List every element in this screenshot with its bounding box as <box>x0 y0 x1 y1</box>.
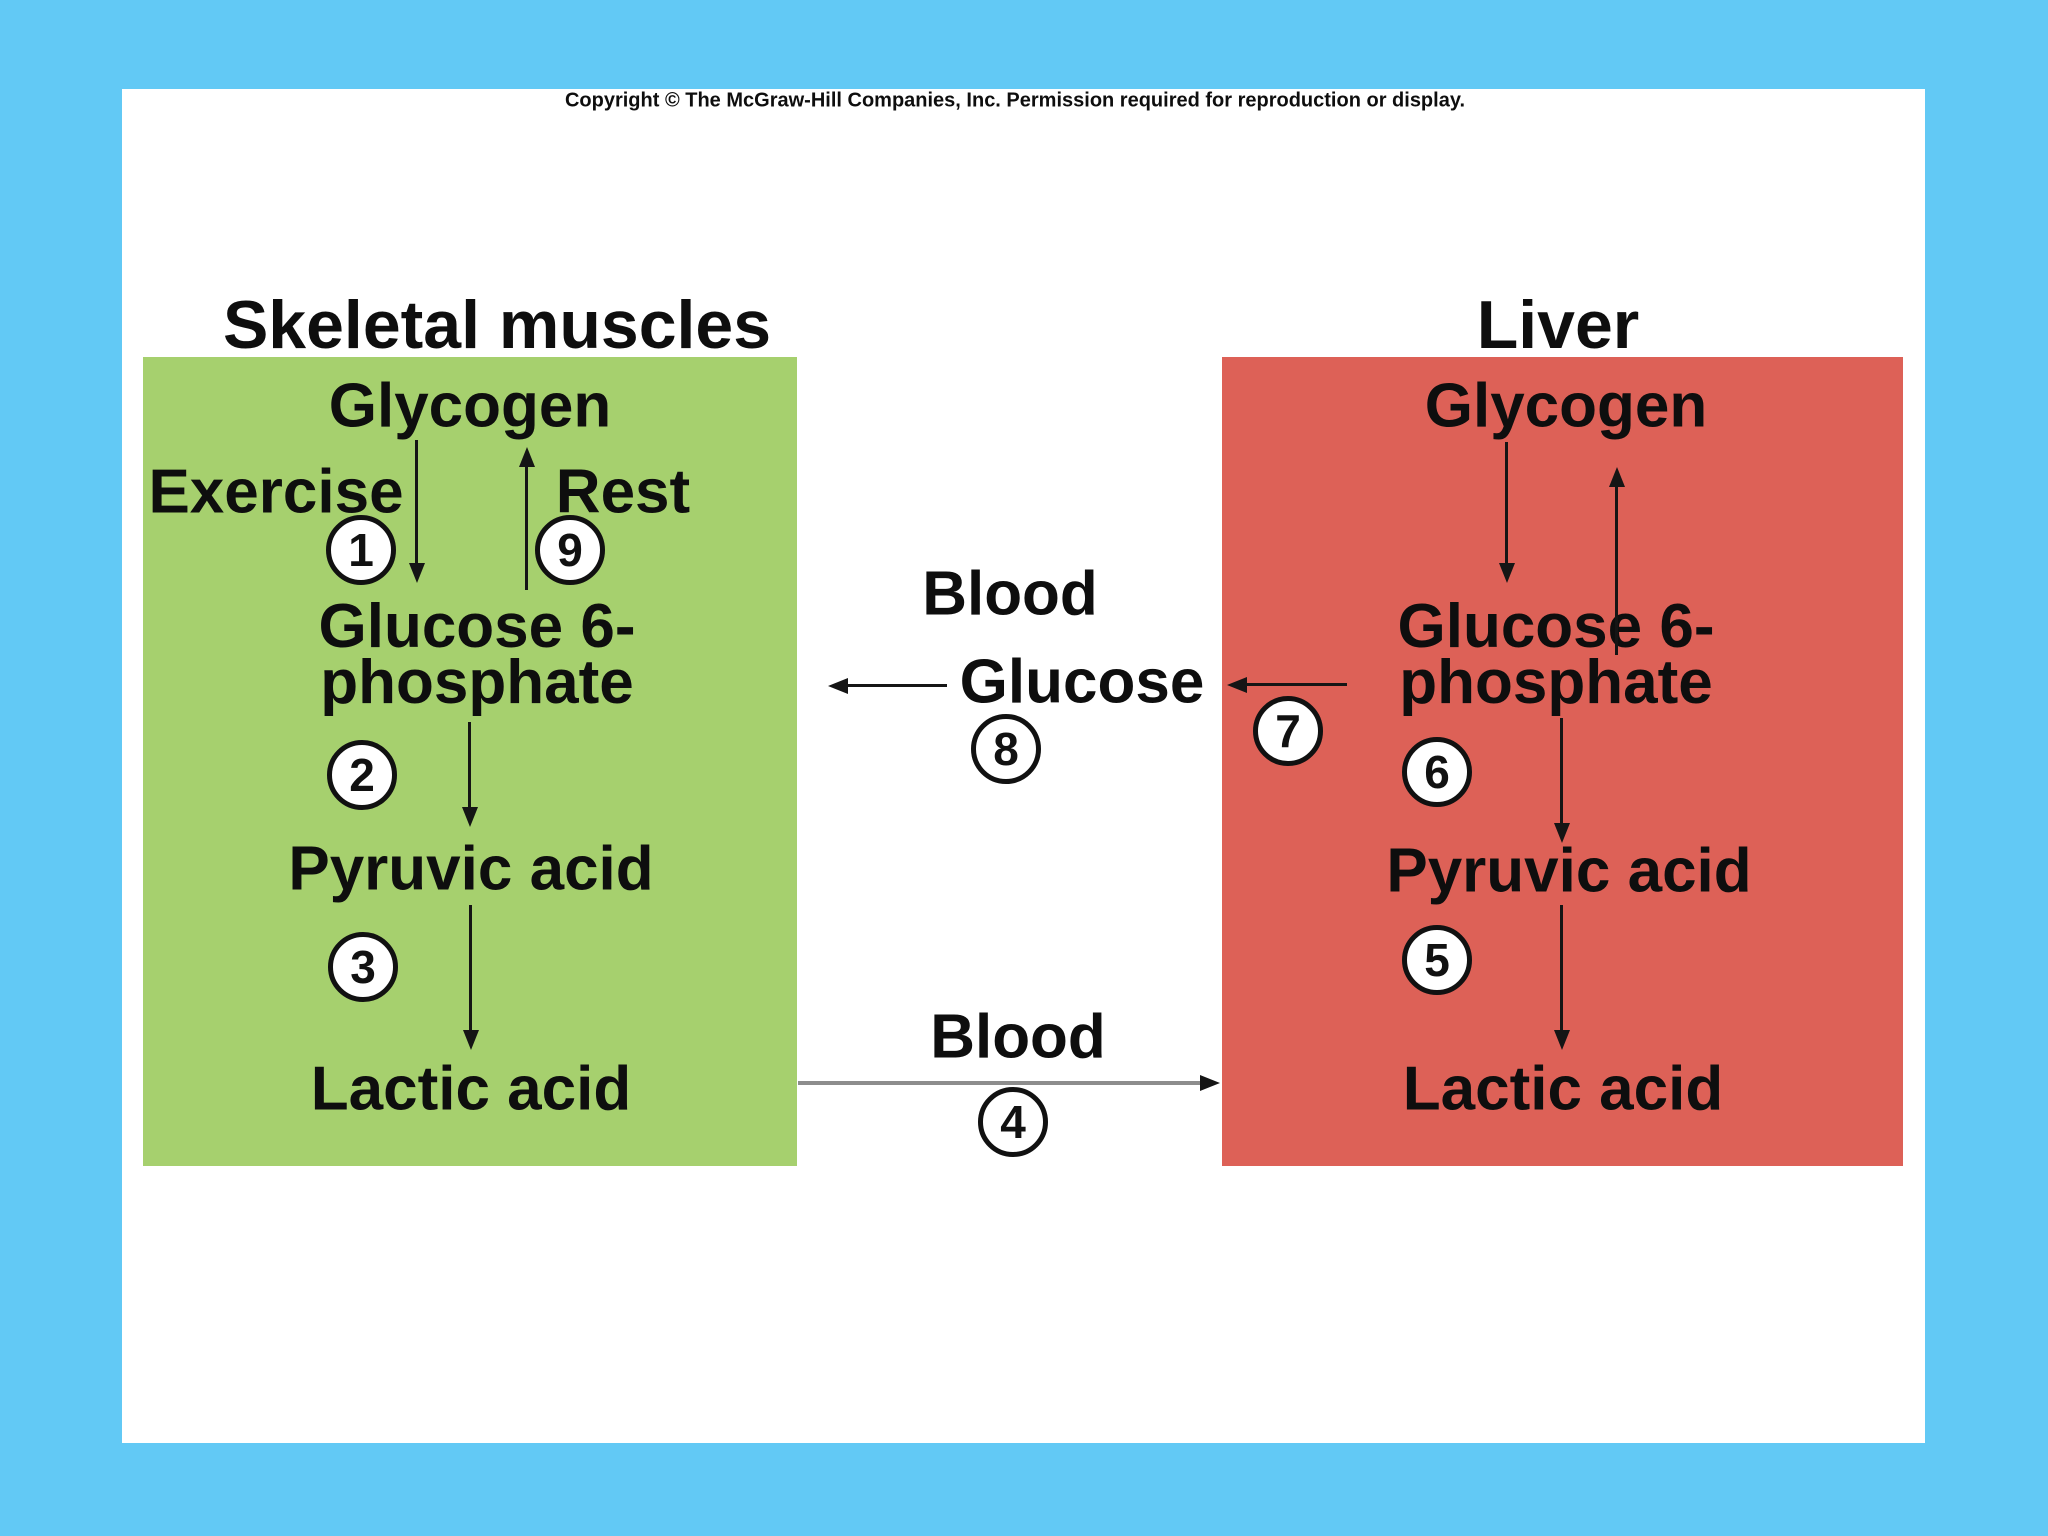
step-8-badge: 8 <box>971 714 1041 784</box>
arrowhead-down-icon <box>1499 563 1515 583</box>
step-1-badge: 1 <box>326 515 396 585</box>
blood-glucose-label: Glucose <box>959 647 1205 717</box>
arrowhead-up-icon <box>519 447 535 467</box>
step-5-badge: 5 <box>1402 925 1472 995</box>
arrowhead-down-icon <box>463 1030 479 1050</box>
step-3-badge: 3 <box>328 932 398 1002</box>
muscle-glucose6phosphate-label: Glucose 6- phosphate <box>318 592 636 717</box>
arrowhead-down-icon <box>462 807 478 827</box>
arrow-shaft <box>846 684 947 687</box>
arrow-shaft <box>798 1081 1202 1085</box>
arrow-shaft <box>525 465 528 590</box>
muscle-g6p-line2: phosphate <box>320 648 634 717</box>
muscle-glycogen-label: Glycogen <box>328 371 612 441</box>
arrow-shaft <box>415 440 418 565</box>
arrow-shaft <box>1245 683 1347 686</box>
arrowhead-left-icon <box>828 678 848 694</box>
step-9-badge: 9 <box>535 515 605 585</box>
liver-lactic-acid-label: Lactic acid <box>1402 1054 1724 1124</box>
liver-g6p-line2: phosphate <box>1399 648 1713 717</box>
liver-glycogen-label: Glycogen <box>1424 371 1708 441</box>
step-6-badge: 6 <box>1402 737 1472 807</box>
arrow-shaft <box>469 905 472 1032</box>
blood-bottom-label: Blood <box>930 1002 1106 1072</box>
skeletal-muscles-title: Skeletal muscles <box>222 287 772 363</box>
blood-top-label: Blood <box>922 559 1098 629</box>
arrow-shaft <box>1560 718 1563 825</box>
liver-pyruvic-acid-label: Pyruvic acid <box>1386 836 1752 906</box>
muscle-lactic-acid-label: Lactic acid <box>310 1054 632 1124</box>
copyright-line: Copyright © The McGraw-Hill Companies, I… <box>564 89 1466 112</box>
arrow-shaft <box>1615 485 1618 655</box>
liver-glucose6phosphate-label: Glucose 6- phosphate <box>1397 592 1715 717</box>
arrowhead-down-icon <box>409 563 425 583</box>
arrowhead-up-icon <box>1609 467 1625 487</box>
arrowhead-down-icon <box>1554 823 1570 843</box>
arrow-shaft <box>468 722 471 809</box>
step-7-badge: 7 <box>1253 696 1323 766</box>
arrowhead-down-icon <box>1554 1030 1570 1050</box>
arrow-shaft <box>1505 442 1508 565</box>
step-4-badge: 4 <box>978 1087 1048 1157</box>
muscle-pyruvic-acid-label: Pyruvic acid <box>288 834 654 904</box>
liver-g6p-line1: Glucose 6- <box>1397 592 1715 661</box>
arrow-shaft <box>1560 905 1563 1032</box>
step-2-badge: 2 <box>327 740 397 810</box>
muscle-g6p-line1: Glucose 6- <box>318 592 636 661</box>
arrowhead-right-icon <box>1200 1075 1220 1091</box>
liver-title: Liver <box>1476 287 1640 363</box>
arrowhead-left-icon <box>1227 677 1247 693</box>
